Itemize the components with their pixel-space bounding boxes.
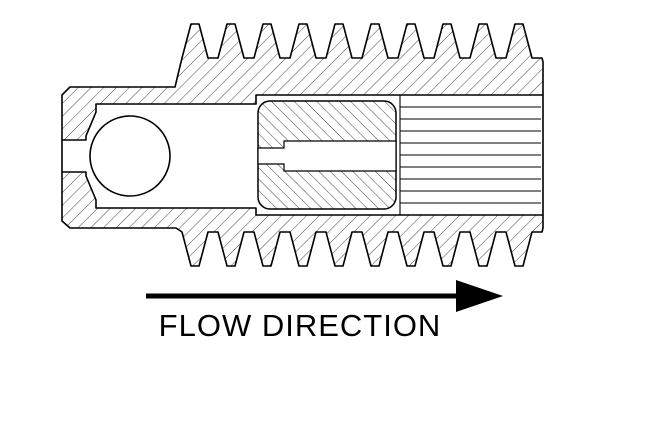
poppet-center-bore: [257, 140, 397, 172]
arrow-head-icon: [456, 280, 503, 312]
spring-coils: [399, 95, 541, 215]
check-ball: [89, 115, 171, 197]
valve-body-section: [61, 23, 544, 267]
poppet-section: [257, 100, 397, 210]
flow-direction-arrow: [146, 280, 503, 312]
flow-direction-label: FLOW DIRECTION: [159, 308, 442, 343]
